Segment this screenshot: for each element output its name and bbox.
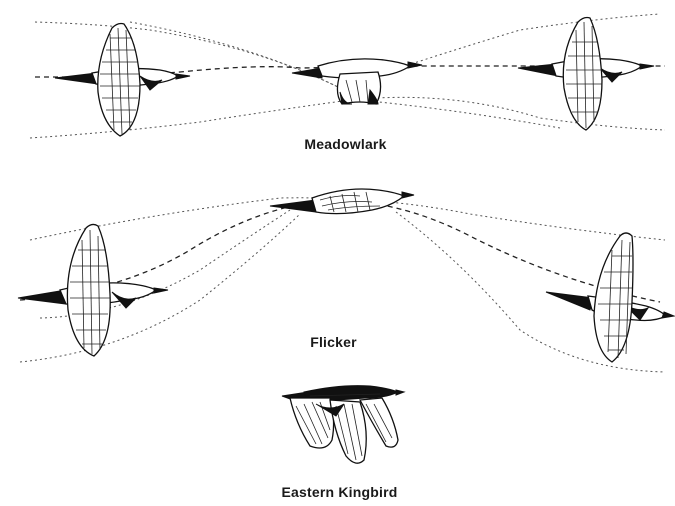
flicker-bird-top	[270, 189, 414, 214]
meadowlark-lower-dotted-path-2	[360, 100, 560, 128]
meadowlark-caption: Meadowlark	[8, 136, 675, 152]
meadowlark-bird-right	[518, 18, 654, 131]
meadowlark-bird-center	[292, 59, 422, 104]
meadowlark-bird-left	[55, 24, 190, 137]
eastern-kingbird-diagram	[282, 386, 404, 464]
flicker-caption: Flicker	[0, 334, 671, 350]
eastern-kingbird-caption: Eastern Kingbird	[2, 484, 675, 500]
meadowlark-diagram	[30, 14, 665, 138]
